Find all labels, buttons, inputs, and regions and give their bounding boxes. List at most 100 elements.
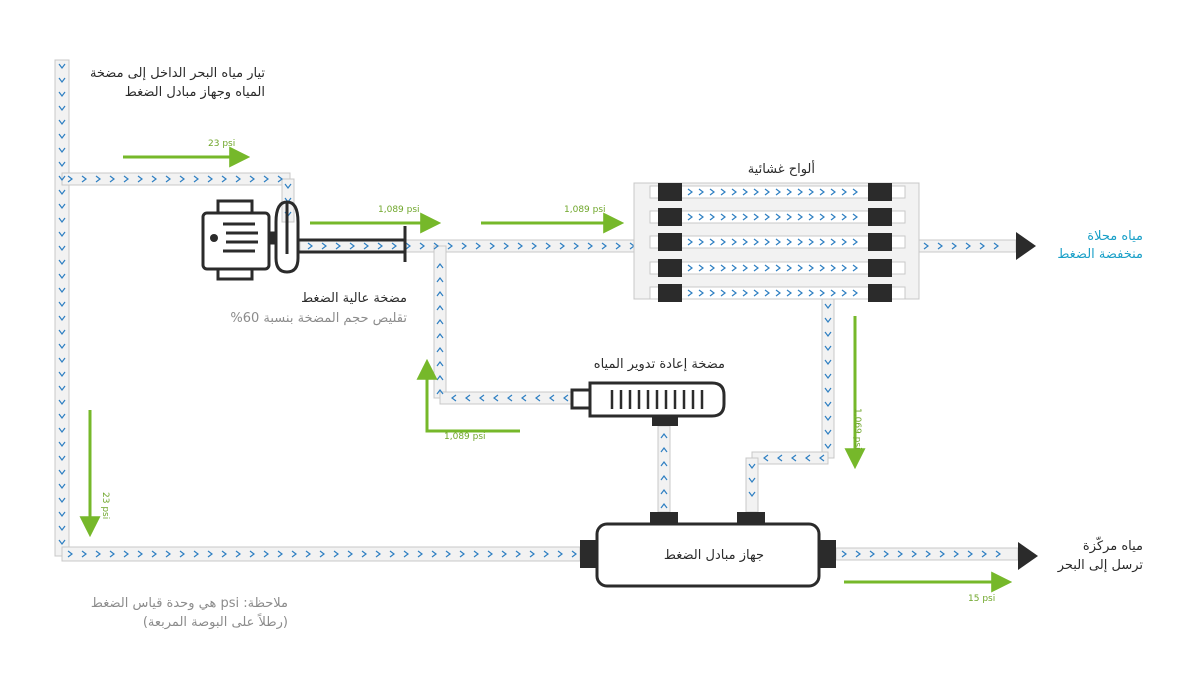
flow-chevron [321,242,327,250]
flow-chevron [830,213,836,221]
flow-chevron [687,188,693,196]
flow-chevron [535,394,541,402]
flow-chevron [123,550,129,558]
flow-chevron [507,394,513,402]
flow-chevron [109,550,115,558]
flow-chevron [307,242,313,250]
flow-chevron [805,454,811,462]
flow-chevron [883,550,889,558]
flow-chevron [824,401,832,407]
flow-chevron [573,242,579,250]
flow-chevron [58,469,66,475]
flow-chevron [58,385,66,391]
flow-chevron [436,347,444,353]
flow-chevron [109,175,115,183]
flow-chevron [501,550,507,558]
flow-chevron [58,203,66,209]
pipe-segment [439,391,573,405]
flow-chevron [830,264,836,272]
flow-chevron [531,242,537,250]
flow-chevron [830,188,836,196]
flow-chevron [824,317,832,323]
membrane-end-cap [658,208,682,226]
flow-chevron [165,175,171,183]
flow-chevron [698,238,704,246]
flow-chevron [786,213,792,221]
flow-chevron [939,550,945,558]
flow-chevron [377,242,383,250]
flow-chevron [137,175,143,183]
flow-chevron [58,231,66,237]
flow-chevron [58,427,66,433]
flow-chevron [967,550,973,558]
flow-chevron [698,264,704,272]
flow-chevron [479,394,485,402]
flow-chevron [277,175,283,183]
membrane-end-cap [868,233,892,251]
membrane-end-cap [868,208,892,226]
membrane-end-cap [658,284,682,302]
pressure-label-brine-out: 15 psi [968,594,996,604]
flow-chevron [797,238,803,246]
pipe-segment [61,172,291,186]
flow-chevron [436,375,444,381]
flow-chevron [58,259,66,265]
flow-chevron [151,175,157,183]
flow-chevron [720,289,726,297]
flow-chevron [433,242,439,250]
flow-chevron [731,238,737,246]
flow-chevron [445,550,451,558]
flow-chevron [753,188,759,196]
flow-chevron [720,213,726,221]
flow-chevron [58,343,66,349]
flow-chevron [503,242,509,250]
flow-chevron [284,183,292,189]
pressure-exchanger-label: جهاز مبادل الضغط [663,548,764,563]
pressure-label-intake-top: 23 psi [208,139,236,149]
flow-chevron [58,245,66,251]
flow-chevron [291,550,297,558]
flow-chevron [515,550,521,558]
flow-chevron [764,264,770,272]
membrane-end-cap [868,284,892,302]
membrane-end-cap [658,183,682,201]
flow-chevron [489,242,495,250]
flow-chevron [137,550,143,558]
flow-chevron [615,242,621,250]
flow-chevron [221,550,227,558]
flow-chevron [731,213,737,221]
flow-chevron [753,289,759,297]
flow-chevron [819,238,825,246]
psi-unit-note: ملاحظة: psi هي وحدة قياس الضغط (رطلاً عل… [90,596,288,630]
flow-chevron [67,175,73,183]
flow-chevron [447,242,453,250]
flow-chevron [925,550,931,558]
flow-chevron [797,213,803,221]
flow-chevron [731,264,737,272]
pipe-segment [918,239,1017,253]
membrane-end-cap [868,259,892,277]
flow-chevron [95,550,101,558]
flow-chevron [764,238,770,246]
flow-chevron [775,188,781,196]
flow-chevron [775,213,781,221]
flow-chevron [81,175,87,183]
flow-chevron [277,550,283,558]
outlet-arrow-icon [1016,232,1036,260]
flow-chevron [687,238,693,246]
flow-chevron [58,539,66,545]
flow-chevron [841,213,847,221]
flow-chevron [517,242,523,250]
flow-chevron [557,550,563,558]
flow-chevron [830,238,836,246]
flow-chevron [824,415,832,421]
flow-chevron [753,264,759,272]
pressure-exchanger-icon [580,512,836,588]
flow-chevron [436,389,444,395]
flow-chevron [436,319,444,325]
flow-chevron [58,511,66,517]
flow-chevron [601,242,607,250]
flow-chevron [720,264,726,272]
flow-chevron [911,550,917,558]
flow-chevron [58,189,66,195]
